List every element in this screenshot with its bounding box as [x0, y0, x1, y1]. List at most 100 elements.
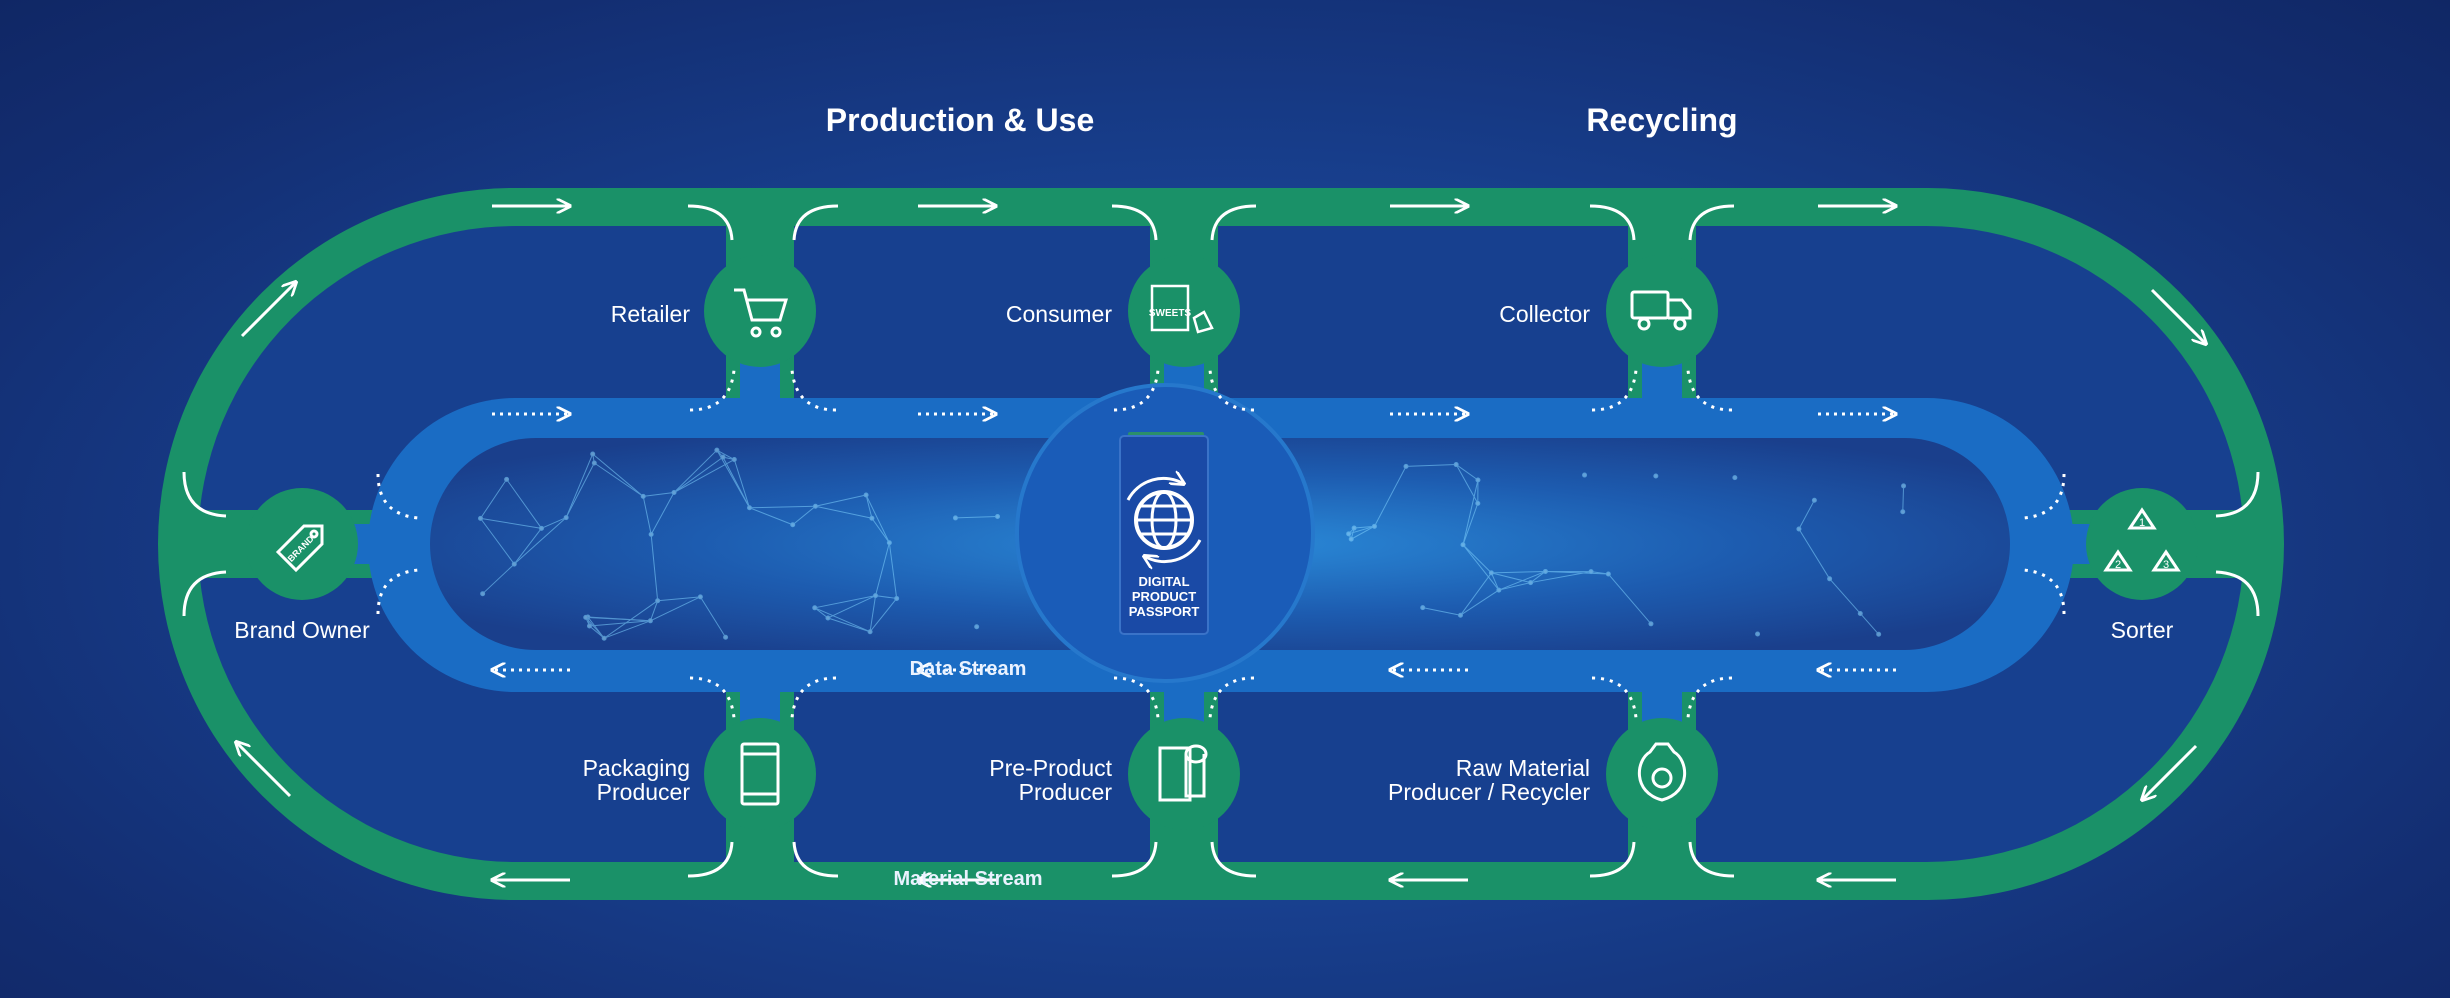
network-node	[1348, 536, 1354, 542]
network-link	[869, 598, 898, 633]
network-link	[565, 462, 595, 518]
network-node	[723, 634, 729, 640]
network-node	[1811, 497, 1817, 503]
pre-product-producer-line-2: Producer	[1018, 779, 1112, 805]
network-link	[506, 479, 542, 529]
network-link	[814, 607, 829, 619]
brand-owner-label: Brand Owner	[234, 617, 370, 643]
network-link	[865, 494, 873, 519]
network-node	[504, 476, 510, 482]
roll-icon	[1158, 744, 1208, 802]
network-link	[589, 620, 651, 627]
data-network-texture	[478, 447, 1907, 641]
network-link	[541, 517, 567, 529]
network-node	[974, 624, 980, 630]
material-connectors	[182, 204, 2260, 878]
network-node	[1588, 569, 1594, 575]
network-link	[1530, 571, 1592, 584]
sweets-icon	[1150, 284, 1214, 334]
node-brand-owner: BRAND	[246, 488, 358, 600]
raw-material-line-2: Producer / Recycler	[1388, 779, 1590, 805]
node-raw-material-producer	[1606, 718, 1718, 830]
network-node	[1351, 525, 1357, 531]
network-link	[1462, 544, 1492, 574]
network-node	[590, 451, 596, 457]
network-node	[1457, 612, 1463, 618]
network-node	[894, 595, 900, 601]
network-link	[565, 453, 594, 518]
network-link	[1462, 544, 1500, 591]
network-link	[585, 616, 651, 622]
network-link	[650, 492, 675, 535]
network-node	[1582, 472, 1588, 478]
network-node	[538, 525, 544, 531]
passport-line-2: PRODUCT	[1131, 589, 1197, 604]
network-node	[886, 540, 892, 546]
heading-production-use: Production & Use	[825, 102, 1095, 138]
passport-label: DIGITAL PRODUCT PASSPORT	[1120, 574, 1208, 619]
recycle-icon	[2103, 507, 2181, 572]
node-collector	[1606, 255, 1718, 367]
network-node	[655, 598, 661, 604]
network-link	[1348, 525, 1375, 535]
network-link	[1498, 570, 1546, 591]
raw-material-producer-label: Raw Material Producer / Recycler	[1388, 756, 1590, 804]
network-node	[1857, 610, 1863, 616]
network-link	[513, 528, 542, 565]
network-node	[714, 447, 720, 453]
pre-product-producer-line-1: Pre-Product	[989, 755, 1112, 781]
network-link	[673, 449, 718, 493]
network-node	[671, 490, 677, 496]
shopping-cart-icon	[734, 288, 789, 338]
node-retailer	[704, 255, 816, 367]
data-stream-label: Data Stream	[909, 658, 1027, 680]
network-link	[955, 516, 998, 519]
collector-label: Collector	[1499, 301, 1590, 327]
network-node	[1453, 462, 1459, 468]
network-link	[1491, 570, 1546, 574]
network-link	[480, 517, 542, 529]
network-node	[812, 605, 818, 611]
network-link	[792, 505, 816, 526]
network-link	[716, 449, 735, 460]
network-node	[1403, 463, 1409, 469]
network-link	[642, 496, 652, 535]
network-link	[716, 449, 750, 509]
packaging-producer-label: Packaging Producer	[583, 756, 690, 804]
network-link	[480, 518, 515, 565]
network-link	[814, 607, 871, 633]
network-node	[697, 594, 703, 600]
network-link	[657, 596, 701, 602]
network-node	[1488, 570, 1494, 576]
packaging-producer-line-1: Packaging	[582, 755, 690, 781]
network-link	[1405, 464, 1457, 467]
passport-icon	[1119, 432, 1209, 635]
node-sorter: 1 2 3	[2086, 488, 2198, 600]
network-link	[673, 459, 735, 493]
network-node	[640, 493, 646, 499]
network-link	[1902, 485, 1905, 512]
network-link	[827, 617, 871, 633]
network-node	[647, 618, 653, 624]
network-link	[482, 563, 515, 595]
network-link	[1462, 479, 1479, 545]
network-link	[1462, 503, 1479, 545]
network-node	[1346, 531, 1352, 537]
node-consumer: SWEETS	[1128, 255, 1240, 367]
network-node	[1496, 587, 1502, 593]
network-node	[1420, 605, 1426, 611]
network-node	[1528, 580, 1534, 586]
retailer-label: Retailer	[610, 301, 690, 327]
network-link	[1798, 528, 1831, 580]
network-link	[603, 620, 651, 639]
network-node	[863, 492, 869, 498]
network-node	[511, 561, 517, 567]
network-link	[585, 617, 605, 639]
network-link	[594, 462, 644, 497]
network-node	[867, 629, 873, 635]
brand-tag-icon	[275, 524, 324, 573]
network-node	[648, 531, 654, 537]
network-link	[1460, 589, 1500, 616]
network-link	[592, 453, 644, 497]
